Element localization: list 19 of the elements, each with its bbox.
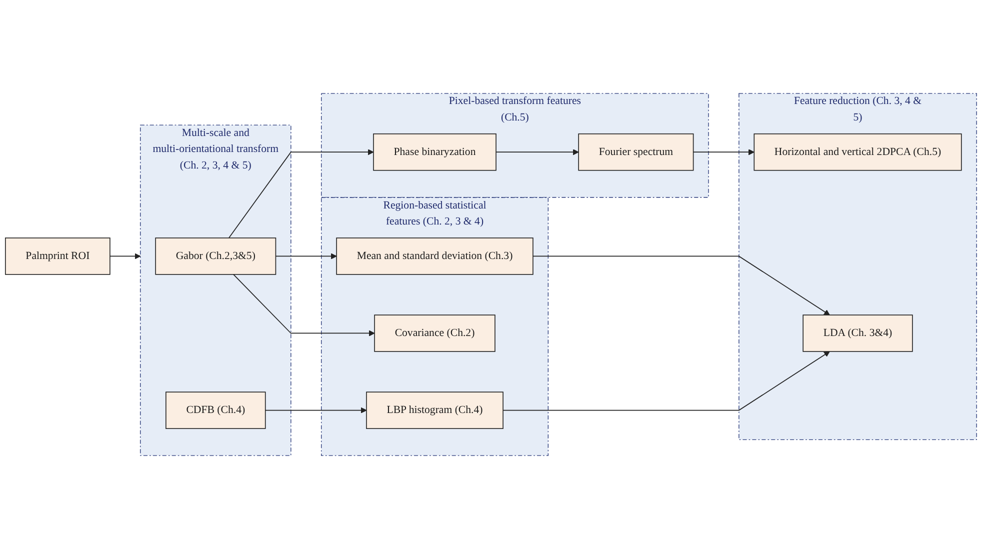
arrow (692, 149, 754, 156)
node-box: Gabor (Ch.2,3&5) (155, 238, 276, 275)
arrow (264, 407, 367, 414)
arrow (233, 274, 375, 336)
arrow (496, 149, 579, 156)
arrow (532, 256, 830, 316)
arrow (502, 351, 830, 411)
node-box: Covariance (Ch.2) (374, 314, 496, 352)
arrow (228, 149, 374, 238)
arrow (110, 253, 141, 260)
node-box: Palmprint ROI (5, 238, 110, 275)
node-box: LDA (Ch. 3&4) (802, 314, 913, 352)
node-box: Phase binaryzation (373, 133, 496, 171)
node-box: LBP histogram (Ch.4) (366, 392, 504, 429)
node-box: Fourier spectrum (578, 133, 694, 171)
node-box: Mean and standard deviation (Ch.3) (336, 238, 534, 275)
node-box: Horizontal and vertical 2DPCA (Ch.5) (754, 133, 962, 171)
arrow (275, 253, 337, 260)
node-box: CDFB (Ch.4) (166, 392, 266, 429)
